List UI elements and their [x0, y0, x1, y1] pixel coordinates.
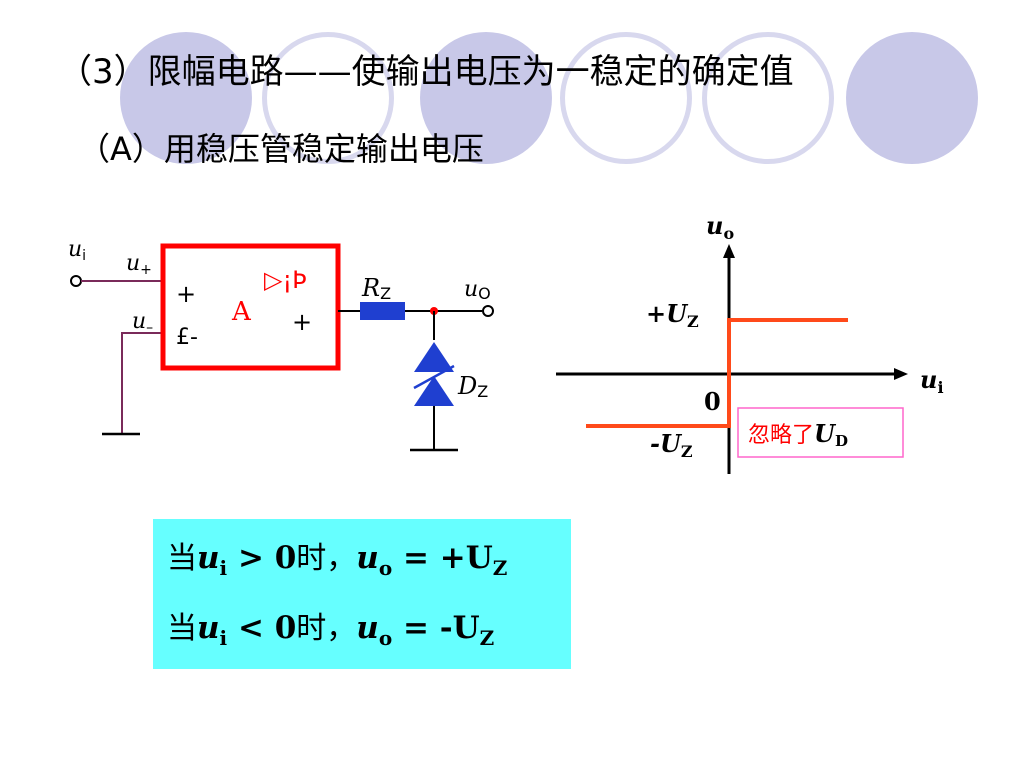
- equation-negative: 当ui < 0时，uo = -UZ: [167, 610, 495, 651]
- decor-circle-2: [262, 32, 394, 164]
- opamp-box: [160, 243, 341, 371]
- y-axis-arrow: [723, 244, 735, 258]
- pos-uz-label: +UZ: [646, 299, 699, 331]
- slide-title: （3）限幅电路——使输出电压为一稳定的确定值: [58, 52, 794, 92]
- input-terminal: [70, 275, 82, 287]
- label-uo: uO: [464, 277, 491, 303]
- note-text: 忽略了UD: [748, 419, 848, 450]
- y-axis-label: uo: [706, 211, 734, 243]
- x-axis-label: ui: [920, 365, 944, 397]
- zener-upper-triangle: [414, 342, 454, 372]
- resistor-rz: [360, 302, 405, 320]
- label-dz: DZ: [457, 372, 488, 401]
- circuit: ui u+ u– + £- A ▷¡Þ + RZ uO DZ: [68, 237, 494, 452]
- slide-subtitle: （A）用稳压管稳定输出电压: [78, 130, 484, 168]
- neg-uz-label: -UZ: [650, 429, 693, 461]
- label-ui: ui: [68, 237, 86, 264]
- opamp-gain-label: A: [231, 297, 252, 327]
- decor-circle-5: [702, 32, 834, 164]
- label-uminus: u–: [132, 309, 153, 336]
- decor-circle-6: [846, 32, 978, 164]
- opamp-plus-sign: +: [176, 280, 196, 308]
- opamp-out-plus: +: [292, 308, 312, 336]
- label-rz: RZ: [361, 274, 391, 303]
- decor-circle-4: [560, 32, 692, 164]
- equation-positive: 当ui > 0时，uo = +UZ: [167, 540, 508, 581]
- zener-lower-triangle: [414, 376, 454, 406]
- decor-circle-3: [420, 32, 552, 164]
- output-terminal: [482, 305, 494, 317]
- zener-slash: [413, 364, 455, 390]
- decor-circle-1: [120, 32, 252, 164]
- wire-minus: [121, 332, 162, 434]
- equation-box: 当ui > 0时，uo = +UZ 当ui < 0时，uo = -UZ: [153, 519, 571, 669]
- transfer-curve: [586, 318, 848, 428]
- opamp-symbol: ▷¡Þ: [264, 266, 307, 294]
- opamp-minus-sign: £-: [176, 325, 198, 350]
- note-box: [737, 407, 904, 458]
- label-uplus: u+: [126, 251, 152, 278]
- origin-label: 0: [704, 387, 721, 416]
- transfer-graph: uo ui 0 +UZ -UZ 忽略了UD: [556, 211, 944, 474]
- x-axis-arrow: [894, 368, 908, 380]
